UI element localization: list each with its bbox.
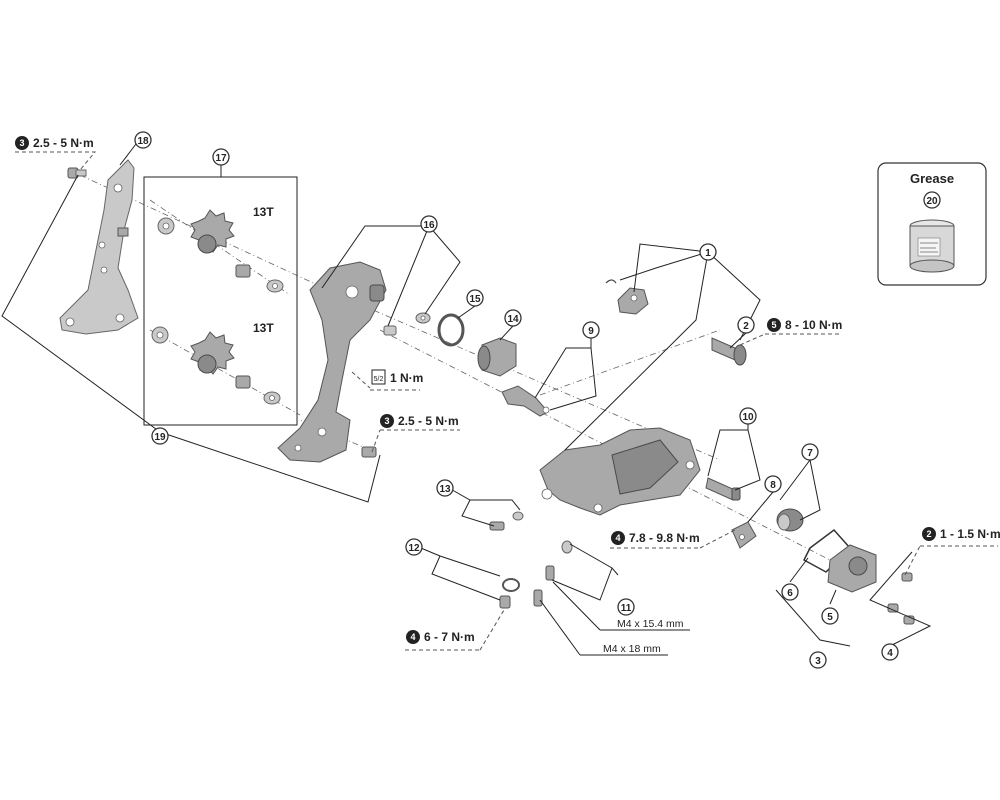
svg-text:4: 4 xyxy=(887,648,893,659)
screw-size-a: M4 x 15.4 mm xyxy=(617,618,684,630)
svg-text:16: 16 xyxy=(423,220,435,231)
outer-cage-plate xyxy=(59,159,139,335)
b-axle xyxy=(711,337,747,366)
torque-dashed-leaders xyxy=(15,151,998,651)
upper-pulley-tooth-label: 13T xyxy=(253,205,274,219)
svg-text:10: 10 xyxy=(742,412,754,423)
cage-washer xyxy=(415,312,431,324)
svg-text:2: 2 xyxy=(926,529,931,539)
upper-pulley xyxy=(157,209,284,293)
svg-text:1: 1 xyxy=(705,248,711,259)
svg-text:2.5 - 5 N·m: 2.5 - 5 N·m xyxy=(398,414,459,428)
callout-2: 2 xyxy=(737,316,755,334)
bolt-12 xyxy=(499,578,520,609)
svg-text:14: 14 xyxy=(507,314,519,325)
cage-bolt-18 xyxy=(67,167,87,179)
callout-12: 12 xyxy=(405,538,423,556)
svg-text:12: 12 xyxy=(408,543,420,554)
inner-cage-plate xyxy=(277,261,397,463)
lower-pulley xyxy=(151,326,281,405)
callout-3: 3 xyxy=(809,651,827,669)
callout-6: 6 xyxy=(781,583,799,601)
derailleur-main-body xyxy=(539,427,701,516)
callout-17: 17 xyxy=(212,148,230,166)
torque-12: 4 6 - 7 N·m xyxy=(406,630,475,644)
screw-size-b: M4 x 18 mm xyxy=(603,643,661,655)
svg-text:5/2: 5/2 xyxy=(374,376,384,383)
clutch-cover-5 xyxy=(827,544,877,593)
callout-14: 14 xyxy=(504,309,522,327)
svg-text:3: 3 xyxy=(815,656,821,667)
svg-text:4: 4 xyxy=(410,632,415,642)
torque-10: 4 7.8 - 9.8 N·m xyxy=(611,531,700,545)
svg-text:8: 8 xyxy=(770,480,776,491)
screws-11 xyxy=(533,540,573,607)
callout-8: 8 xyxy=(764,475,782,493)
grease-title: Grease xyxy=(910,171,954,186)
callout-15: 15 xyxy=(466,289,484,307)
svg-text:13: 13 xyxy=(439,484,451,495)
svg-text:7.8 - 9.8 N·m: 7.8 - 9.8 N·m xyxy=(629,531,700,545)
clutch-part-7 xyxy=(776,508,804,532)
callout-11: 11 xyxy=(617,598,635,616)
callout-18: 18 xyxy=(134,131,152,149)
callout-5: 5 xyxy=(821,607,839,625)
svg-text:11: 11 xyxy=(621,603,632,614)
callout-7: 7 xyxy=(801,443,819,461)
cage-bushing xyxy=(477,337,517,377)
leader-lines xyxy=(1,143,932,656)
svg-text:5: 5 xyxy=(771,320,776,330)
callout-16: 16 xyxy=(420,215,438,233)
callout-13: 13 xyxy=(436,479,454,497)
svg-text:9: 9 xyxy=(588,326,594,337)
torque-16a: 5/2 1 N·m xyxy=(371,369,423,385)
svg-text:6: 6 xyxy=(787,588,793,599)
svg-text:8 - 10 N·m: 8 - 10 N·m xyxy=(785,318,842,332)
cage-spring-ring xyxy=(437,313,465,347)
svg-text:15: 15 xyxy=(469,294,481,305)
assembly-axis-lines xyxy=(79,174,831,561)
axle-bolt-10 xyxy=(705,477,741,501)
grease-jar-icon xyxy=(909,219,955,273)
svg-text:2.5 - 5 N·m: 2.5 - 5 N·m xyxy=(33,136,94,150)
torque-16b: 3 2.5 - 5 N·m xyxy=(380,414,459,428)
torque-18: 3 2.5 - 5 N·m xyxy=(15,136,94,150)
callout-1: 1 xyxy=(699,243,717,261)
callout-20: 20 xyxy=(923,191,941,209)
callout-9: 9 xyxy=(582,321,600,339)
svg-text:1 N·m: 1 N·m xyxy=(390,371,423,385)
svg-text:7: 7 xyxy=(807,448,813,459)
svg-text:3: 3 xyxy=(19,138,24,148)
torque-2: 5 8 - 10 N·m xyxy=(767,318,842,332)
bolt-13 xyxy=(489,511,524,531)
callout-19: 19 xyxy=(151,427,169,445)
cover-screws-4 xyxy=(887,572,915,625)
svg-text:18: 18 xyxy=(137,136,149,147)
svg-text:1 - 1.5 N·m: 1 - 1.5 N·m xyxy=(940,527,1000,541)
svg-text:2: 2 xyxy=(743,321,749,332)
callout-10: 10 xyxy=(739,407,757,425)
pivot-cover xyxy=(605,279,649,315)
svg-text:19: 19 xyxy=(154,432,166,443)
inner-cage-bolt xyxy=(361,446,377,458)
grease-box: Grease 20 xyxy=(877,162,987,286)
svg-text:6 - 7 N·m: 6 - 7 N·m xyxy=(424,630,475,644)
svg-text:4: 4 xyxy=(615,533,620,543)
svg-text:3: 3 xyxy=(384,416,389,426)
torque-4: 2 1 - 1.5 N·m xyxy=(922,527,1000,541)
svg-text:5: 5 xyxy=(827,612,833,623)
clutch-part-8 xyxy=(731,521,757,549)
svg-text:17: 17 xyxy=(215,153,227,164)
callout-4: 4 xyxy=(881,643,899,661)
lower-pulley-tooth-label: 13T xyxy=(253,321,274,335)
svg-text:20: 20 xyxy=(926,196,938,207)
stabilizer-lever xyxy=(501,385,550,417)
